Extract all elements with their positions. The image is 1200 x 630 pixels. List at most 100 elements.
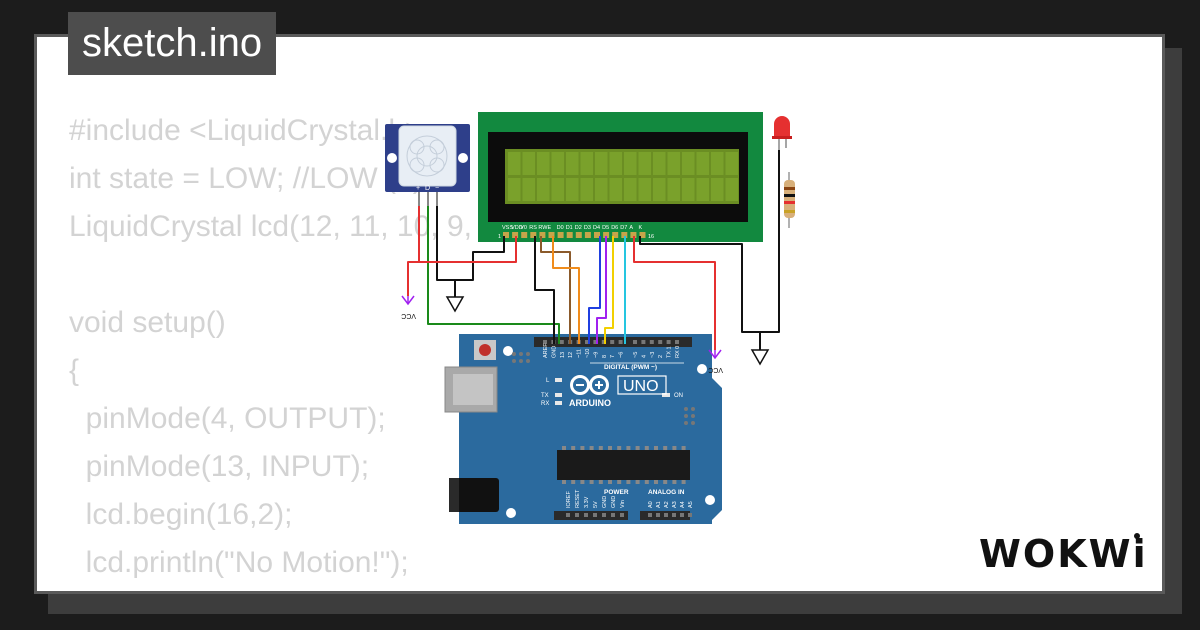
lcd-pin xyxy=(612,232,619,238)
ground-symbol-left xyxy=(445,296,465,313)
vcc-label-right: VCC xyxy=(708,366,723,373)
arduino-logo-right-ring xyxy=(589,375,609,395)
on-led-label: ON xyxy=(674,393,683,399)
chip-pin xyxy=(654,480,658,484)
chip-pin xyxy=(626,480,631,484)
lcd-pin-header xyxy=(503,232,646,238)
sketch-filename: sketch.ino xyxy=(68,12,277,75)
analog-pin xyxy=(656,513,660,517)
digital-pin xyxy=(601,340,606,344)
lcd-pin-label: D7 xyxy=(620,225,627,231)
wire-lcd-rw xyxy=(552,236,580,344)
reset-button xyxy=(479,344,491,356)
digital-pin xyxy=(658,340,663,344)
chip-pin xyxy=(626,446,631,450)
power-pin xyxy=(620,513,624,517)
analog-pin xyxy=(672,513,676,517)
pir-pin-legs xyxy=(418,192,438,206)
chip-pin xyxy=(580,446,585,450)
code-line: lcd.println("No Motion!"); xyxy=(69,546,409,579)
wire-lcd-e xyxy=(540,236,571,344)
lcd-pin-label: D0 xyxy=(557,225,564,231)
chip-pin xyxy=(681,480,686,484)
lcd-pin-label: E xyxy=(548,225,552,231)
lcd-pin-label: D1 xyxy=(566,225,573,231)
wire-lcd-a xyxy=(633,236,716,350)
usb-port-inner xyxy=(453,374,493,405)
analog-label: ANALOG IN xyxy=(648,489,685,496)
analog-pin-label: A0 xyxy=(648,501,654,508)
power-jack-edge xyxy=(449,478,459,512)
power-pin-label: Vin xyxy=(620,500,626,508)
power-pin-label: IOREF xyxy=(566,491,572,508)
wire-pir-vcc xyxy=(407,206,420,296)
lcd-character-cells xyxy=(508,152,738,201)
digital-pin xyxy=(610,340,615,344)
digital-pin-label: ~3 xyxy=(650,352,656,358)
analog-pin xyxy=(664,513,668,517)
digital-pin xyxy=(633,340,637,344)
power-pin xyxy=(584,513,588,517)
digital-pin xyxy=(543,340,547,344)
microcontroller-chip xyxy=(557,450,690,480)
digital-pin-label: RX 0 xyxy=(675,346,681,358)
digital-pin-label: GND xyxy=(551,346,557,358)
power-pin-label: GND xyxy=(602,496,608,508)
digital-header-pins xyxy=(543,340,679,344)
lcd-pin-label: VDD xyxy=(511,225,523,231)
lcd-pin-label: D5 xyxy=(602,225,609,231)
code-line: #include <LiquidCrystal.h> xyxy=(69,114,423,147)
power-pin-label: RESET xyxy=(575,489,581,508)
lcd-pin xyxy=(530,232,537,238)
digital-pin-label: 7 xyxy=(610,355,616,358)
chip-pin xyxy=(663,480,668,484)
arduino-logo-left-ring xyxy=(570,375,590,395)
power-pin-label: 5V xyxy=(593,501,599,508)
chip-pin xyxy=(644,480,649,484)
lcd-pin xyxy=(548,232,555,238)
rx-led xyxy=(555,401,562,405)
power-pin xyxy=(566,513,570,517)
microcontroller-chip-pins xyxy=(562,446,686,484)
digital-pin xyxy=(666,340,671,344)
power-header xyxy=(554,511,628,520)
digital-pin-label: 13 xyxy=(560,352,566,358)
lcd-pin xyxy=(630,232,637,238)
code-line: { xyxy=(69,354,80,387)
digital-pin-label: 2 xyxy=(658,355,664,358)
lcd-pin-label: RW xyxy=(538,225,548,231)
chip-pin xyxy=(635,446,640,450)
chip-pin xyxy=(681,446,686,450)
power-pin xyxy=(611,513,615,517)
lcd-pin xyxy=(575,232,582,238)
chip-pin xyxy=(571,446,576,450)
l-led xyxy=(555,378,562,382)
digital-pin xyxy=(641,340,646,344)
bottom-header-pins xyxy=(566,513,692,517)
icsp-header-right xyxy=(684,407,695,425)
resistor-band-3 xyxy=(784,201,795,204)
lcd-pin-label: D3 xyxy=(584,225,591,231)
analog-pin xyxy=(680,513,684,517)
digital-pin-label: TX 1 xyxy=(667,346,673,358)
chip-pin xyxy=(672,446,677,450)
chip-pin xyxy=(598,480,603,484)
power-pin xyxy=(575,513,579,517)
resistor-band-2 xyxy=(784,194,795,197)
digital-pin-label: 4 xyxy=(641,355,647,358)
chip-pin xyxy=(617,446,622,450)
chip-pin xyxy=(589,480,594,484)
mount-hole-3 xyxy=(506,508,516,518)
power-label: POWER xyxy=(604,489,629,496)
led-body xyxy=(774,116,790,138)
code-line: lcd.begin(16,2); xyxy=(69,498,293,531)
analog-pin xyxy=(648,513,652,517)
pir-lens-pattern xyxy=(406,135,448,177)
power-jack xyxy=(449,478,499,512)
analog-pin-label: A2 xyxy=(664,501,670,508)
lcd-pin xyxy=(539,232,546,238)
arduino-logo xyxy=(570,375,609,395)
